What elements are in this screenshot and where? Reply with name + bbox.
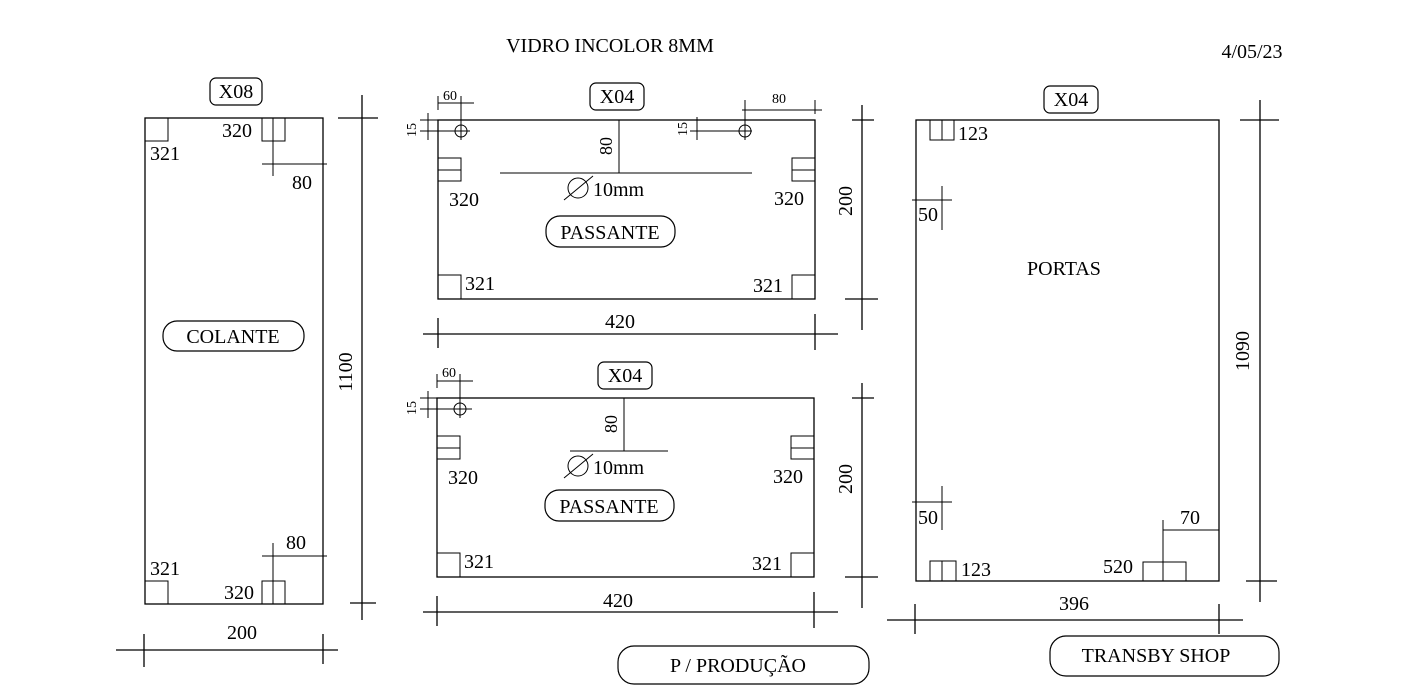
passante-top-hole-right-x: 80	[772, 92, 786, 107]
passante-bottom-hole-left-x: 60	[442, 366, 456, 381]
passante-top-hole-left-y: 15	[405, 123, 420, 137]
passante-bottom-width: 420	[603, 590, 633, 612]
portas-height: 1090	[1232, 331, 1254, 371]
passante-top-center-depth: 80	[596, 137, 616, 155]
passante-top-bottom-right: 321	[753, 275, 783, 297]
passante-bottom-label: PASSANTE	[559, 496, 658, 518]
passante-bottom-height: 200	[835, 464, 857, 494]
passante-bottom-notch-bottom-right	[790, 552, 815, 578]
passante-top-hole-left	[454, 124, 468, 138]
passante-top-bottom-left: 321	[465, 273, 495, 295]
passante-bottom-hole-left	[453, 402, 467, 416]
passante-bottom-label-box	[544, 489, 675, 522]
passante-top-qty: X04	[600, 86, 634, 108]
customer-tag: TRANSBY SHOP	[1082, 645, 1231, 667]
passante-bottom-center-depth: 80	[601, 415, 621, 433]
passante-bottom-qty: X04	[608, 365, 642, 387]
passante-top-qty-box	[589, 82, 645, 111]
colante-top-left-code: 321	[150, 143, 180, 165]
passante-top-height: 200	[835, 186, 857, 216]
passante-top-label: PASSANTE	[560, 222, 659, 244]
passante-top-diameter: 10mm	[593, 179, 645, 201]
portas-qty: X04	[1054, 89, 1088, 111]
passante-top-notch-bottom-left	[437, 274, 462, 300]
production-tag-box	[617, 645, 870, 685]
colante-outline	[144, 117, 324, 605]
portas-handle-cut	[1142, 561, 1187, 582]
colante-label: COLANTE	[186, 326, 279, 348]
passante-top-width: 420	[605, 311, 635, 333]
colante-bottom-left-code: 321	[150, 558, 180, 580]
passante-bottom-hole-left-y: 15	[405, 401, 420, 415]
passante-top-hole-right	[738, 124, 752, 138]
colante-notch-top-left	[144, 117, 169, 142]
colante-bottom-offset: 80	[286, 532, 306, 554]
portas-bottom-hinge	[929, 560, 957, 582]
passante-bottom-diameter-icon	[567, 455, 589, 477]
colante-panel: X08 321 320 80 321 320 80 COLANTE 1100 2…	[116, 77, 378, 667]
portas-width: 396	[1059, 593, 1089, 615]
portas-qty-box	[1043, 85, 1099, 114]
passante-top-hole-right-y: 15	[676, 122, 691, 136]
passante-top-diameter-slash	[563, 175, 594, 201]
passante-top-left-mid: 320	[449, 189, 479, 211]
colante-height: 1100	[335, 352, 357, 391]
colante-label-box	[162, 320, 305, 352]
passante-bottom-right-mid: 320	[773, 466, 803, 488]
customer-tag-box	[1049, 635, 1280, 677]
portas-label: PORTAS	[1027, 258, 1101, 280]
drawing-date: 4/05/23	[1221, 41, 1282, 63]
portas-top-corner: 123	[958, 123, 988, 145]
portas-bottom-corner: 123	[961, 559, 991, 581]
colante-bottom-right-code: 320	[224, 582, 254, 604]
passante-top-panel: X04 60 15 80 15 80 10mm 320 320	[405, 82, 878, 350]
passante-top-notch-bottom-right	[791, 274, 816, 300]
passante-top-outline	[437, 119, 816, 300]
passante-top-right-mid: 320	[774, 188, 804, 210]
colante-notch-bottom-left	[144, 580, 169, 605]
portas-outline	[915, 119, 1220, 582]
colante-qty-box	[209, 77, 263, 106]
passante-bottom-notch-bottom-left	[436, 552, 461, 578]
passante-top-diameter-icon	[567, 177, 589, 199]
drawing-title: VIDRO INCOLOR 8MM	[506, 35, 714, 57]
passante-bottom-left-mid: 320	[448, 467, 478, 489]
passante-bottom-diameter: 10mm	[593, 457, 645, 479]
passante-bottom-bottom-left: 321	[464, 551, 494, 573]
portas-handle-code: 520	[1103, 556, 1133, 578]
passante-bottom-outline	[436, 397, 815, 578]
passante-bottom-diameter-slash	[563, 453, 594, 479]
portas-panel: X04 123 50 50 123 70 520 PORTAS 1090 396	[887, 85, 1279, 634]
passante-top-label-box	[545, 215, 676, 248]
portas-bottom-offset: 50	[918, 507, 938, 529]
passante-bottom-qty-box	[597, 361, 653, 390]
colante-qty: X08	[219, 81, 253, 103]
passante-bottom-panel: X04 60 15 80 10mm 320 320 321 321 PASSAN…	[405, 361, 878, 628]
passante-top-hole-left-x: 60	[443, 89, 457, 104]
colante-top-offset: 80	[292, 172, 312, 194]
colante-top-right-code: 320	[222, 120, 252, 142]
portas-handle-offset: 70	[1180, 507, 1200, 529]
production-tag: P / PRODUÇÃO	[670, 653, 806, 677]
colante-width: 200	[227, 622, 257, 644]
passante-bottom-bottom-right: 321	[752, 553, 782, 575]
portas-top-offset: 50	[918, 204, 938, 226]
